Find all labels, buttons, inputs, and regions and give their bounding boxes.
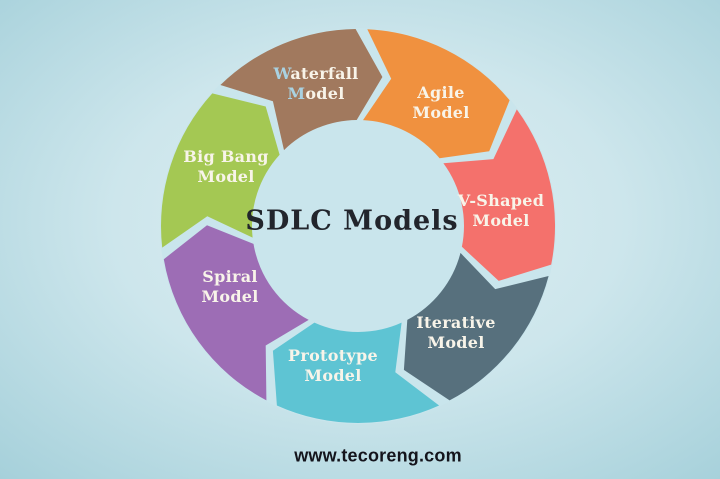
diagram-title: SDLC Models [245,205,459,237]
segment-label-line: Model [304,366,362,385]
segment-label-line: Model [287,84,345,103]
segment-label-big-bang-model: Big Bang Model [183,147,268,187]
website-url: www.tecoreng.com [294,445,462,466]
segment-v-shaped-model [443,109,556,281]
segment-label-line: Model [412,103,470,122]
segment-label-iterative-model: Iterative Model [416,313,496,353]
segment-prototype-model [272,322,440,423]
segment-label-waterfall-model: Waterfall Model [273,64,358,104]
segment-label-line: Waterfall [273,64,359,83]
segment-label-line: Iterative [416,313,496,332]
segment-label-line: Model [201,287,259,306]
segment-label-agile-model: Agile Model [412,83,469,123]
segment-label-prototype-model: Prototype Model [288,346,378,386]
segment-label-line: Model [197,167,255,186]
segment-agile-model [363,29,510,159]
segment-label-line: V-Shaped [457,191,545,210]
segment-label-spiral-model: Spiral Model [201,267,258,307]
segment-waterfall-model [220,29,383,151]
segment-big-bang-model [161,93,280,248]
segment-label-line: Model [427,333,485,352]
segment-iterative-model [403,252,549,401]
segment-label-v-shaped-model: V-Shaped Model [458,191,544,231]
segment-label-line: Prototype [288,346,378,365]
segment-label-line: Big Bang [183,147,269,166]
segment-label-line: Spiral [202,267,258,286]
segment-label-line: Agile [417,83,465,102]
segment-label-line: Model [472,211,530,230]
segment-spiral-model [163,225,309,401]
